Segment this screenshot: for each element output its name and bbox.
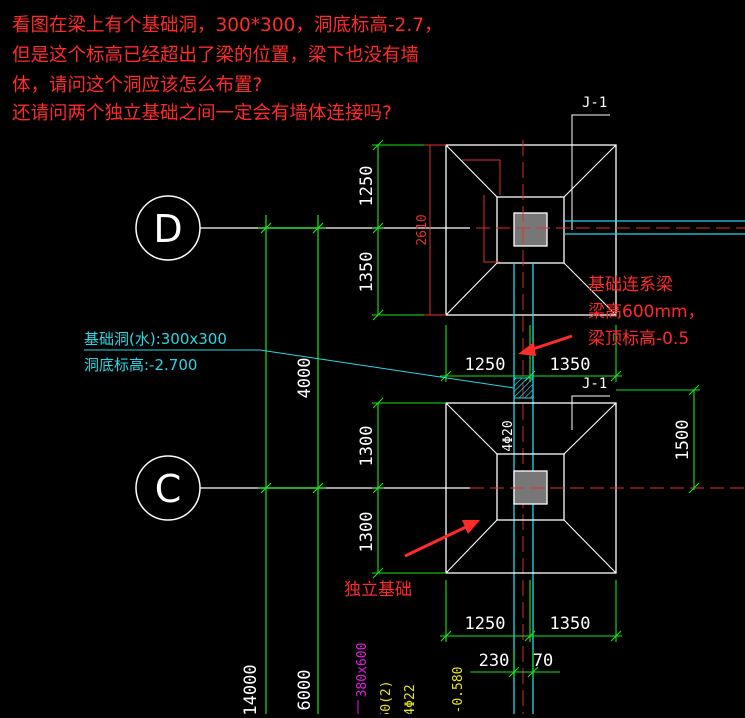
bottom-dim-lines bbox=[440, 580, 622, 678]
beam-rebar-label: 4Φ22 bbox=[403, 684, 418, 714]
dim-bot-230: 230 bbox=[479, 651, 510, 671]
dim-axis-span: 4000 bbox=[295, 358, 315, 399]
dim-bot-lower: 1300 bbox=[357, 512, 377, 553]
beam-elev-label: -0.580 bbox=[451, 667, 466, 714]
top-red-dim bbox=[424, 144, 446, 316]
note-beam-3: 梁顶标高-0.5 bbox=[588, 329, 690, 349]
dim-bot-left: 1250 bbox=[465, 614, 506, 634]
beam-stirrup-label: 50(2) bbox=[379, 680, 394, 714]
dim-top-upper: 1250 bbox=[357, 166, 377, 207]
top-footing-dim-lines bbox=[372, 139, 446, 321]
axis-d: D bbox=[135, 195, 470, 261]
question-line-2: 但是这个标高已经超出了梁的位置，梁下也没有墙 bbox=[12, 45, 420, 66]
dim-right-side: 1500 bbox=[673, 420, 693, 461]
dim-bot-70: 70 bbox=[533, 651, 553, 671]
dim-big-mid: 6000 bbox=[295, 670, 315, 711]
bottom-footing-dim-lines bbox=[372, 384, 700, 579]
hole-label: 基础洞(水):300x300 bbox=[84, 330, 227, 348]
mid-dim-lines bbox=[440, 325, 622, 382]
arrow-footing bbox=[404, 520, 480, 558]
dim-top-lower: 1350 bbox=[357, 252, 377, 293]
note-footing: 独立基础 bbox=[344, 580, 412, 600]
dim-mid-left: 1250 bbox=[465, 355, 506, 375]
arrow-beam bbox=[518, 334, 573, 356]
column-top bbox=[513, 212, 548, 247]
dim-mid-right: 1350 bbox=[550, 355, 591, 375]
tag-j1-top: J-1 bbox=[582, 95, 607, 111]
axis-label-d: D bbox=[153, 207, 182, 251]
axis-label-c: C bbox=[155, 467, 182, 511]
hole-elevation: 洞底标高:-2.700 bbox=[84, 356, 197, 374]
question-line-3: 体，请问这个洞应该怎么布置? bbox=[12, 75, 263, 96]
note-beam-2: 梁高600mm， bbox=[588, 302, 705, 322]
beam-size-label: 380x600 bbox=[355, 643, 370, 698]
question-line-1: 看图在梁上有个基础洞，300*300，洞底标高-2.7， bbox=[12, 15, 443, 36]
dim-bot-upper: 1300 bbox=[357, 426, 377, 467]
footing-top: J-1 bbox=[445, 95, 745, 316]
dim-rebar: 4Φ20 bbox=[501, 420, 516, 451]
axis-c: C bbox=[135, 455, 470, 521]
dim-top-total: 2610 bbox=[415, 214, 430, 245]
left-dimension-lines bbox=[258, 215, 326, 714]
dim-bot-right: 1350 bbox=[550, 614, 591, 634]
foundation-hole bbox=[513, 377, 534, 399]
tag-j1-bottom: J-1 bbox=[582, 376, 607, 392]
footing-bottom: J-1 bbox=[445, 376, 745, 574]
hole-leader bbox=[84, 349, 515, 389]
dim-big-left: 14000 bbox=[241, 664, 261, 714]
note-beam-1: 基础连系梁 bbox=[588, 275, 673, 295]
question-line-4: 还请问两个独立基础之间一定会有墙体连接吗? bbox=[12, 103, 392, 124]
